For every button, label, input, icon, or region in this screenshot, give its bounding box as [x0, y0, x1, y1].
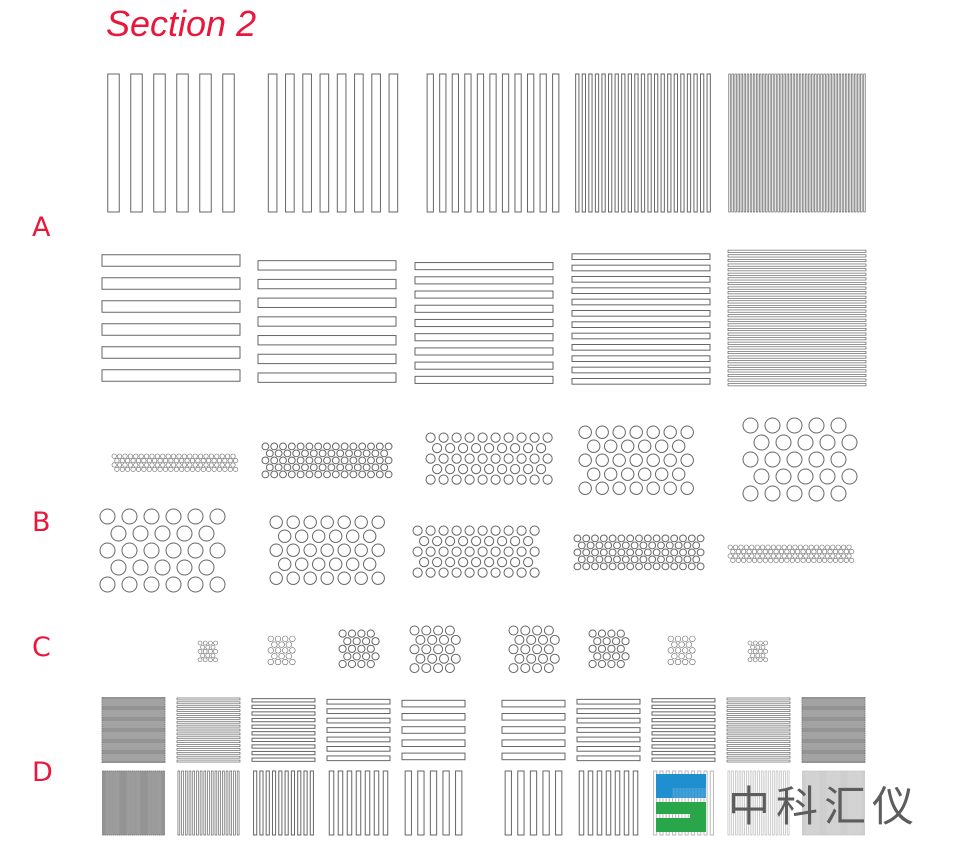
brand-logo-icon — [656, 774, 706, 832]
row-label-b: B — [32, 507, 51, 538]
grating-d-vertical-4 — [328, 770, 389, 836]
grating-d-horizontal-5 — [401, 699, 466, 761]
grating-a-vertical-4 — [575, 73, 711, 213]
grating-a-vertical-5 — [728, 73, 866, 213]
grating-d-horizontal-1 — [101, 697, 166, 763]
grating-d-vertical-2 — [177, 770, 240, 836]
brand-logo: 中科汇仪 — [650, 770, 921, 836]
grating-a-horizontal-5 — [727, 249, 867, 387]
grating-d-vertical-3 — [253, 770, 314, 836]
grating-d-horizontal-4 — [326, 698, 391, 762]
row-label-d: D — [32, 757, 53, 788]
grating-d-horizontal-2 — [176, 697, 241, 763]
dots-c-cluster-4 — [409, 625, 461, 674]
brand-logo-text: 中科汇仪 — [728, 781, 921, 831]
grating-d-horizontal-10 — [801, 697, 866, 763]
grating-d-horizontal-9 — [726, 697, 791, 763]
dots-b-top-2 — [261, 442, 393, 479]
grating-a-vertical-2 — [267, 73, 399, 213]
dots-c-cluster-3 — [338, 629, 380, 669]
dots-b-bottom-5 — [727, 544, 855, 563]
dots-c-cluster-6 — [588, 629, 630, 669]
dots-b-top-1 — [111, 453, 239, 472]
grating-a-horizontal-4 — [571, 253, 711, 385]
dots-b-bottom-1 — [99, 508, 226, 593]
grating-d-horizontal-7 — [576, 698, 641, 762]
grating-d-horizontal-8 — [651, 698, 716, 762]
grating-d-vertical-5 — [404, 770, 463, 836]
dots-c-cluster-2 — [267, 635, 296, 666]
row-label-c: C — [32, 632, 51, 663]
grating-a-horizontal-2 — [257, 260, 397, 383]
dots-b-top-3 — [425, 432, 553, 485]
grating-a-vertical-1 — [107, 73, 235, 213]
grating-d-vertical-7 — [578, 770, 639, 836]
dots-b-bottom-4 — [573, 534, 705, 571]
grating-d-horizontal-3 — [251, 698, 316, 762]
dots-c-cluster-7 — [667, 635, 696, 666]
grating-d-vertical-1 — [102, 770, 165, 836]
grating-a-horizontal-1 — [101, 254, 241, 382]
dots-b-top-5 — [742, 417, 858, 502]
grating-d-horizontal-6 — [501, 699, 566, 761]
dots-b-top-4 — [578, 425, 694, 495]
grating-a-horizontal-3 — [414, 262, 554, 384]
grating-a-vertical-3 — [426, 73, 560, 213]
dots-c-cluster-8 — [747, 640, 768, 663]
row-label-a: A — [32, 212, 51, 243]
grating-d-vertical-6 — [504, 770, 563, 836]
dots-c-cluster-5 — [508, 625, 560, 674]
dots-b-bottom-3 — [412, 525, 540, 578]
section-title: Section 2 — [106, 3, 257, 44]
dots-c-cluster-1 — [197, 640, 218, 663]
dots-b-bottom-2 — [269, 515, 385, 585]
